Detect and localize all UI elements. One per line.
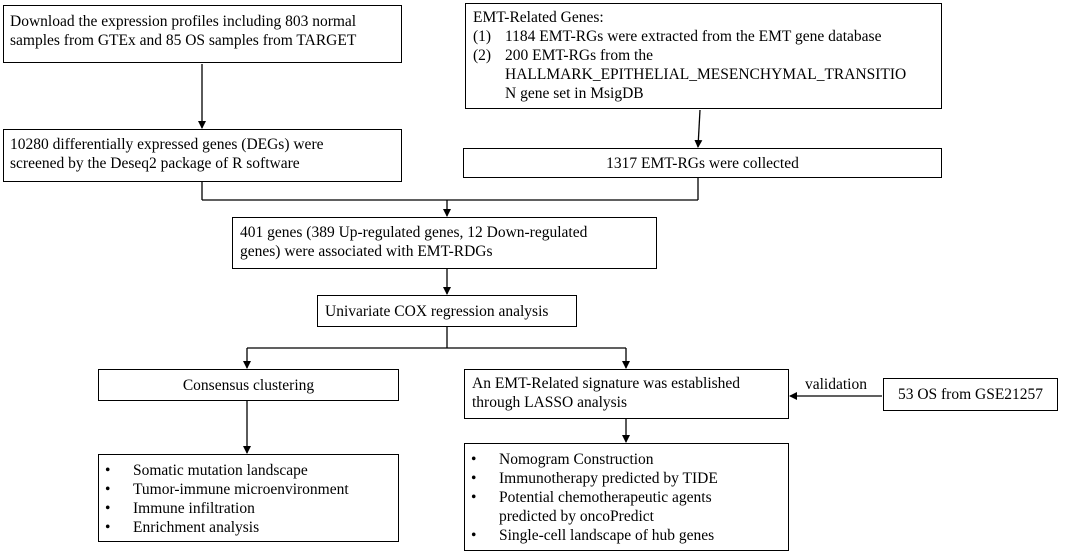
download-line: Download the expression profiles includi…: [10, 13, 357, 30]
list-item: Single-cell landscape of hub genes: [465, 526, 788, 545]
emt-genes-title: EMT-Related Genes:: [473, 9, 604, 26]
item-line: 200 EMT-RGs from the: [505, 47, 653, 64]
overlap-box: 401 genes (389 Up-regulated genes, 12 Do…: [232, 217, 657, 269]
cox-text: Univariate COX regression analysis: [325, 303, 549, 320]
item-number: (1): [473, 28, 492, 45]
item-line: N gene set in MsigDB: [505, 85, 644, 102]
consensus-box: Consensus clustering: [98, 369, 399, 401]
degs-line: screened by the Deseq2 package of R soft…: [10, 155, 300, 172]
emt-collected-text: 1317 EMT-RGs were collected: [606, 155, 799, 172]
download-line: samples from GTEx and 85 OS samples from…: [10, 32, 357, 49]
validation-label: validation: [805, 376, 867, 393]
list-item: Enrichment analysis: [99, 518, 398, 537]
degs-box: 10280 differentially expressed genes (DE…: [3, 129, 402, 182]
list-item-line: Immunotherapy predicted by TIDE: [499, 470, 718, 487]
emt-genes-item: (1) 1184 EMT-RGs were extracted from the…: [473, 27, 941, 46]
arrow-emt-to-collected: [694, 109, 703, 148]
list-item-line: predicted by oncoPredict: [499, 508, 654, 525]
list-item: Immunotherapy predicted by TIDE: [465, 469, 788, 488]
list-item: Potential chemotherapeutic agents predic…: [465, 488, 788, 526]
item-line: HALLMARK_EPITHELIAL_MESENCHYMAL_TRANSITI…: [505, 66, 907, 83]
gse-box: 53 OS from GSE21257: [883, 378, 1058, 411]
list-item: Tumor-immune microenvironment: [99, 480, 398, 499]
signature-line: An EMT-Related signature was established: [472, 375, 741, 392]
list-item-line: Potential chemotherapeutic agents: [499, 489, 712, 506]
degs-line: 10280 differentially expressed genes (DE…: [10, 136, 324, 153]
list-item: Immune infiltration: [99, 499, 398, 518]
signature-box: An EMT-Related signature was established…: [464, 369, 789, 419]
list-item: Somatic mutation landscape: [99, 461, 398, 480]
consensus-results-list: Somatic mutation landscape Tumor-immune …: [99, 461, 398, 537]
cox-box: Univariate COX regression analysis: [317, 295, 577, 327]
consensus-text: Consensus clustering: [182, 377, 315, 394]
overlap-line: genes) were associated with EMT-RDGs: [240, 243, 493, 260]
list-item-line: Nomogram Construction: [499, 451, 654, 468]
list-item: Nomogram Construction: [465, 450, 788, 469]
list-item-line: Single-cell landscape of hub genes: [499, 527, 715, 544]
signature-results-list: Nomogram Construction Immunotherapy pred…: [465, 450, 788, 545]
signature-line: through LASSO analysis: [472, 394, 627, 411]
download-box: Download the expression profiles includi…: [3, 5, 402, 63]
item-number: (2): [473, 47, 492, 64]
signature-results-box: Nomogram Construction Immunotherapy pred…: [464, 443, 789, 551]
gse-text: 53 OS from GSE21257: [897, 386, 1044, 403]
item-line: 1184 EMT-RGs were extracted from the EMT…: [505, 28, 882, 45]
overlap-line: 401 genes (389 Up-regulated genes, 12 Do…: [240, 224, 588, 241]
emt-genes-box: EMT-Related Genes: (1) 1184 EMT-RGs were…: [465, 3, 942, 109]
emt-genes-list: (1) 1184 EMT-RGs were extracted from the…: [473, 27, 941, 103]
emt-collected-box: 1317 EMT-RGs were collected: [463, 148, 942, 178]
consensus-results-box: Somatic mutation landscape Tumor-immune …: [98, 454, 399, 542]
emt-genes-item: (2) 200 EMT-RGs from the HALLMARK_EPITHE…: [473, 46, 941, 103]
